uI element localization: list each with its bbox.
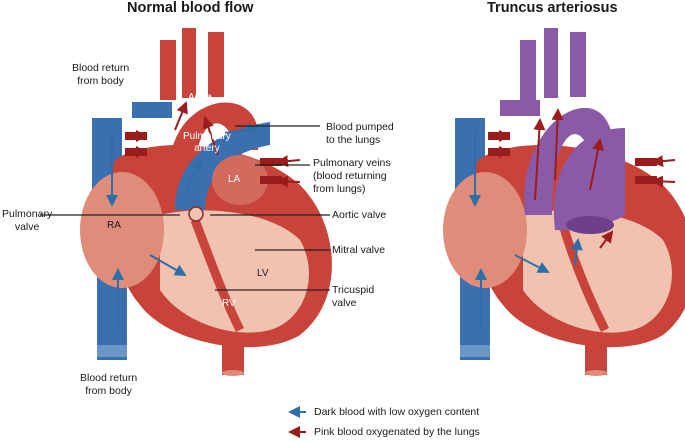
aorta-label: Aorta: [188, 92, 212, 103]
mitral-valve-label: Mitral valve: [332, 244, 386, 256]
legend-text-pink-blood: Pink blood oxygenated by the lungs: [314, 426, 480, 438]
legend-text-dark-blood: Dark blood with low oxygen content: [314, 406, 480, 418]
rv-label: RV: [222, 298, 236, 309]
legend-item-pink-blood: Pink blood oxygenated by the lungs: [314, 424, 480, 440]
right-atrium: [80, 172, 164, 288]
la-label: LA: [228, 174, 241, 185]
pulmonary-artery-label: Pulmonary artery: [183, 131, 231, 154]
left-atrium: [212, 155, 268, 205]
legend-item-dark-blood: Dark blood with low oxygen content: [314, 404, 479, 420]
legend-arrows: [288, 406, 306, 438]
truncus-heart: [443, 28, 685, 376]
title-truncus-arteriosus: Truncus arteriosus: [487, 0, 618, 16]
title-normal-blood-flow: Normal blood flow: [127, 0, 254, 16]
aortic-arch: [169, 102, 258, 175]
aortic-valve-label: Aortic valve: [332, 209, 387, 221]
normal-heart: [40, 28, 332, 376]
truncus-vessel: [524, 107, 612, 215]
lv-label: LV: [257, 268, 269, 279]
ventricle-interior: [160, 210, 309, 333]
ra-label: RA: [107, 220, 121, 231]
